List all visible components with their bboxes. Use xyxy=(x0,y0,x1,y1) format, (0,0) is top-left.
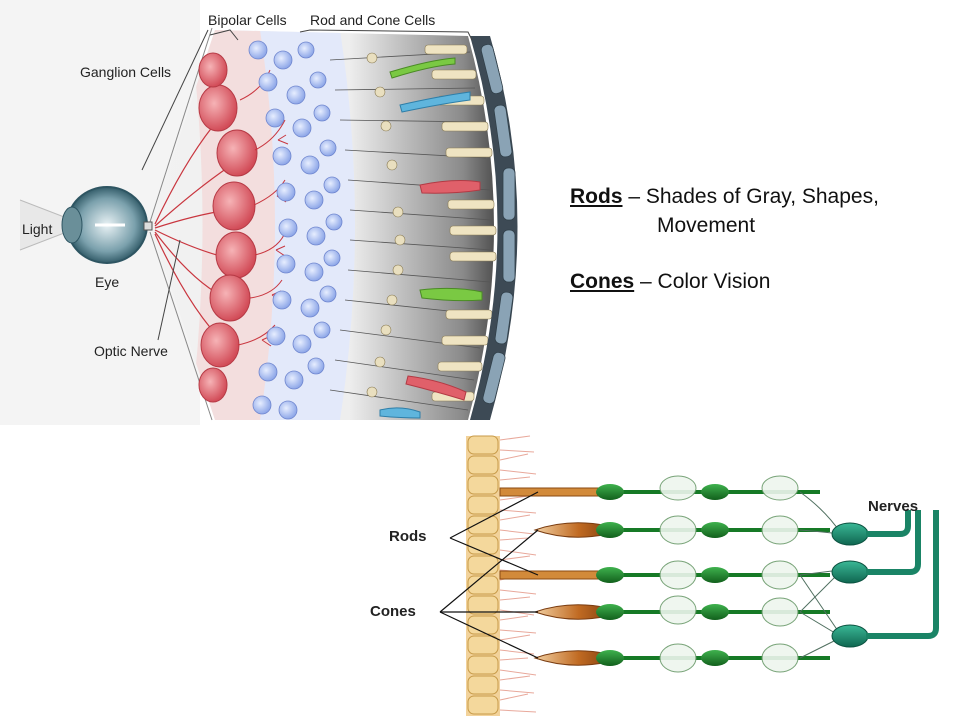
pigment-cell-column xyxy=(467,435,499,715)
green-cone xyxy=(389,57,456,79)
rod-cone-layer xyxy=(329,44,497,419)
rods-note: Rods – Shades of Gray, Shapes, xyxy=(570,182,879,211)
notes-text: Rods – Shades of Gray, Shapes, Movement … xyxy=(570,182,879,296)
retina-diagram xyxy=(0,0,520,425)
label-nerves: Nerves xyxy=(868,498,919,515)
label-light: Light xyxy=(22,221,53,237)
label-cones: Cones xyxy=(370,603,416,620)
cones-term: Cones xyxy=(570,270,635,293)
cones-desc: – Color Vision xyxy=(634,270,771,293)
cones-note: Cones – Color Vision xyxy=(570,267,879,296)
label-optic-nerve: Optic Nerve xyxy=(94,343,168,359)
rods-desc-line2: Movement xyxy=(657,214,756,237)
ganglion-cells xyxy=(198,52,289,403)
label-bipolar-cells: Bipolar Cells xyxy=(208,12,287,28)
red-cone xyxy=(419,180,481,194)
label-eye: Eye xyxy=(95,274,120,290)
photoreceptor-diagram xyxy=(439,435,939,716)
label-rods: Rods xyxy=(389,528,427,545)
eye-illustration xyxy=(19,186,153,264)
label-ganglion-cells: Ganglion Cells xyxy=(80,64,172,80)
blue-cone-2 xyxy=(379,407,421,419)
bipolar-cells xyxy=(248,40,343,420)
label-rod-and-cone-cells: Rod and Cone Cells xyxy=(310,12,436,28)
red-cone-2 xyxy=(405,375,467,401)
rods-desc-line1: – Shades of Gray, Shapes, xyxy=(622,185,879,208)
blue-cone xyxy=(399,91,471,113)
rods-term: Rods xyxy=(570,185,623,208)
photoreceptor-rows xyxy=(439,475,939,673)
green-cone-2 xyxy=(419,287,483,302)
